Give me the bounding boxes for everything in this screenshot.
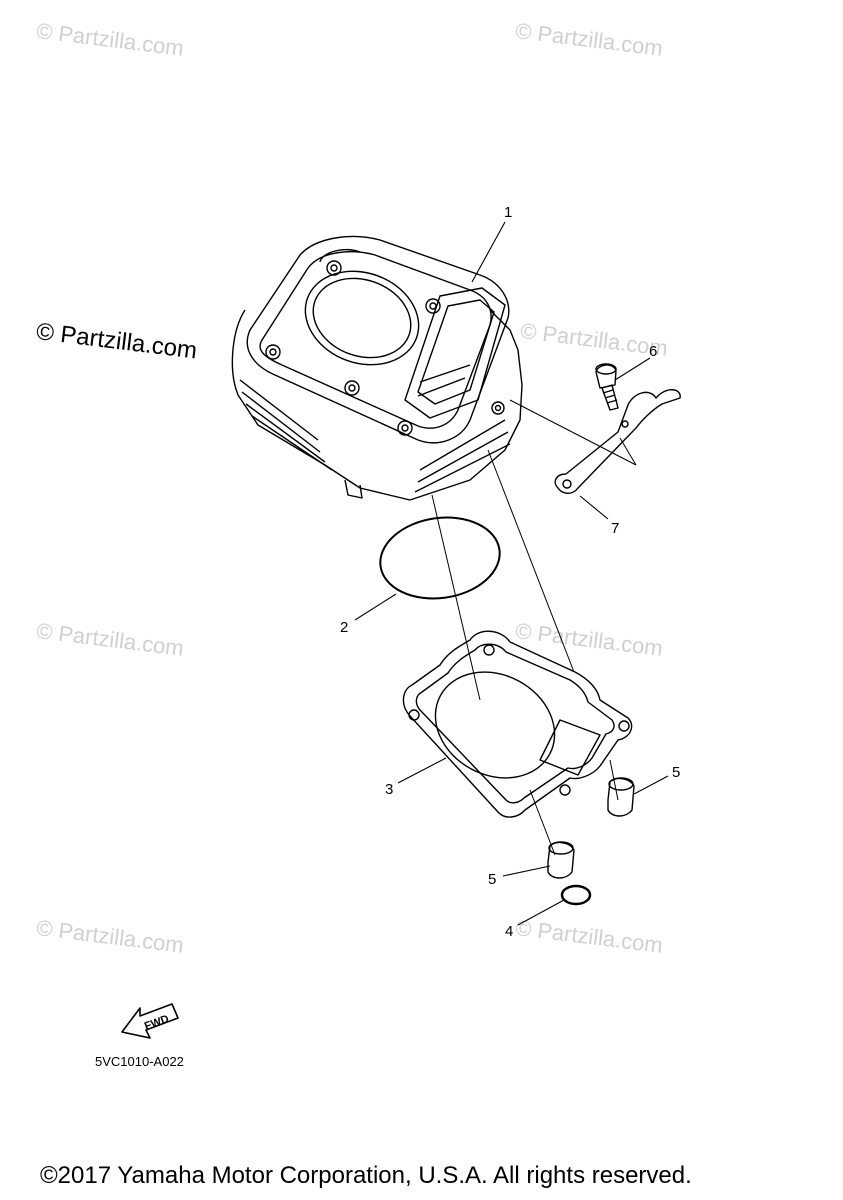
callout-6: 6	[649, 343, 658, 360]
callout-5: 5	[672, 764, 681, 781]
bolt-drawing	[595, 363, 619, 411]
o-ring-drawing	[379, 516, 501, 600]
copyright-notice: ©2017 Yamaha Motor Corporation, U.S.A. A…	[40, 1162, 692, 1189]
dowel-pin-drawing	[547, 841, 575, 879]
callout-4: 4	[505, 923, 514, 940]
diagram-code: 5VC1010-A022	[95, 1054, 184, 1069]
callout-1: 1	[504, 204, 513, 221]
bracket-drawing	[554, 389, 681, 494]
small-o-ring-drawing	[560, 884, 592, 906]
dowel-pin-drawing	[607, 777, 635, 817]
leader-lines	[354, 221, 669, 926]
callout-7: 7	[611, 520, 620, 537]
callout-5: 5	[488, 871, 497, 888]
cylinder-block-drawing	[231, 235, 523, 501]
callout-2: 2	[340, 619, 349, 636]
callout-3: 3	[385, 781, 394, 798]
forward-arrow-icon: FWD	[121, 1003, 179, 1039]
cylinder-gasket-drawing	[402, 630, 633, 818]
